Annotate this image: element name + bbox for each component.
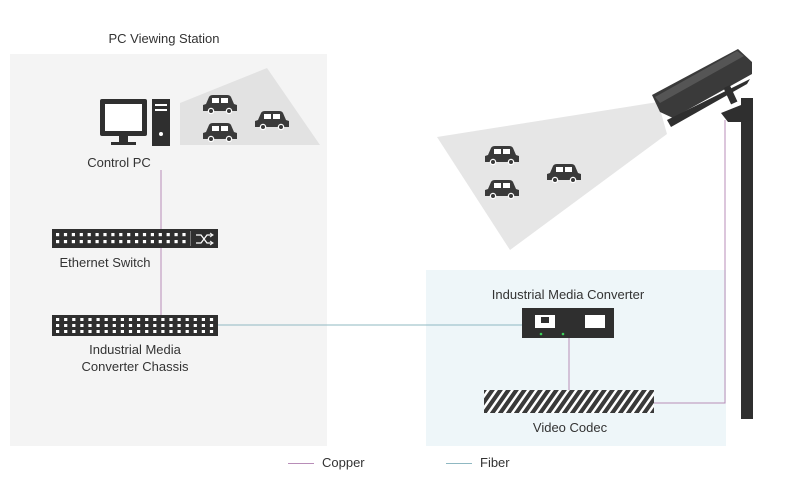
media-converter-chassis-icon — [52, 315, 218, 336]
field-area — [426, 270, 726, 446]
fiber-legend-swatch — [446, 463, 472, 464]
video-codec-label: Video Codec — [532, 420, 608, 435]
control-pc-label: Control PC — [87, 155, 151, 170]
chassis-label-line2: Converter Chassis — [81, 359, 189, 374]
copper-legend-swatch — [288, 463, 314, 464]
chassis-label-line1: Industrial Media — [89, 342, 181, 357]
copper-link — [654, 120, 726, 404]
ethernet-switch-label: Ethernet Switch — [59, 255, 151, 270]
security-camera-icon — [652, 49, 753, 419]
copper-legend-label: Copper — [322, 455, 365, 470]
ethernet-switch-icon — [52, 229, 218, 248]
station-title: PC Viewing Station — [108, 31, 220, 46]
fiber-legend-label: Fiber — [480, 455, 510, 470]
industrial-media-converter-icon — [522, 308, 614, 338]
media-converter-label: Industrial Media Converter — [491, 287, 645, 302]
video-codec-icon — [484, 390, 654, 413]
desktop-computer-icon — [100, 99, 170, 146]
chassis-label: Industrial Media Converter Chassis — [45, 342, 225, 374]
